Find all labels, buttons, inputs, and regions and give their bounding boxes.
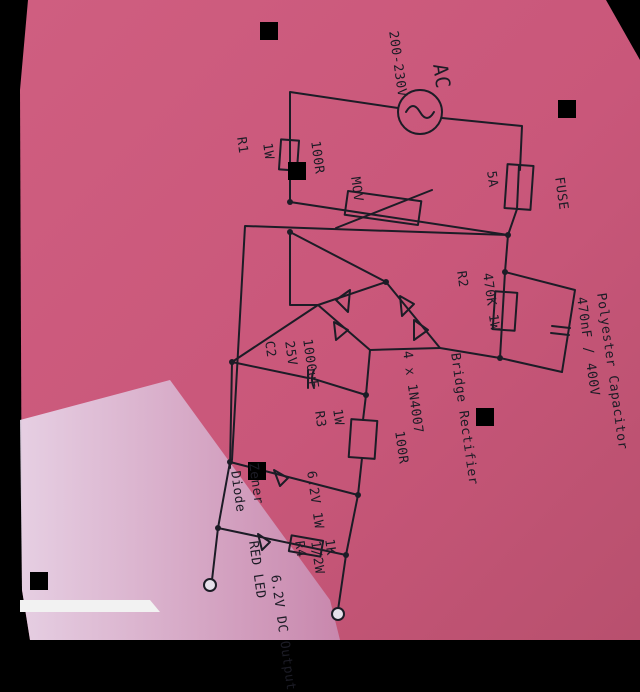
photo-stage: AC 200-230V 1W R1 100R 5A FUSE MOV 470K …	[20, 0, 640, 692]
bridge-diode-1	[335, 289, 351, 313]
wire-c2-right	[313, 378, 367, 396]
dust-speck	[30, 572, 48, 590]
output-terminal-positive	[331, 607, 345, 621]
wire-c2-left	[231, 361, 309, 379]
bridge-diode-4	[333, 321, 349, 341]
zener-diode-symbol	[273, 469, 289, 487]
r2-resistor-symbol	[491, 290, 519, 332]
circuit-diagram	[20, 0, 640, 640]
dust-speck	[288, 162, 306, 180]
junction-dot	[343, 552, 349, 558]
wire-mov-line	[289, 201, 509, 236]
junction-dot	[383, 279, 389, 285]
bridge-top-wire	[289, 231, 319, 306]
junction-dot	[505, 232, 511, 238]
mov-symbol	[343, 189, 423, 227]
wire-led-line	[217, 527, 347, 556]
r4-name-label: R4	[291, 540, 309, 559]
wire-ac-right	[441, 117, 523, 171]
dust-speck	[476, 408, 494, 426]
poly-cap-plate-1	[551, 325, 571, 329]
junction-dot	[229, 359, 235, 365]
junction-dot	[502, 269, 508, 275]
r4-resistor-symbol	[287, 534, 325, 558]
junction-dot	[355, 492, 361, 498]
r3-name-label: R3	[311, 410, 329, 429]
c2-name-label: C2	[261, 340, 279, 359]
r2-name-label: R2	[453, 270, 471, 289]
wire-r2-top	[504, 271, 576, 373]
bridge-right-wire	[439, 347, 501, 359]
c2-plate-2	[311, 369, 315, 389]
fuse-rating-label: 5A	[483, 170, 501, 189]
wire-to-bridge-top	[289, 231, 387, 283]
r1-resistor-symbol	[277, 138, 301, 172]
wire-positive-rail	[365, 349, 371, 396]
wire-r3	[357, 394, 367, 496]
white-edge	[20, 600, 160, 612]
bridge-diode-2	[399, 295, 415, 317]
junction-dot	[363, 392, 369, 398]
paper-glare	[20, 380, 340, 640]
led-symbol	[257, 533, 271, 551]
wire-left-top	[231, 225, 509, 461]
wire-r2-bottom	[499, 357, 563, 373]
junction-dot	[287, 199, 293, 205]
junction-dot	[497, 355, 503, 361]
dust-speck	[248, 462, 266, 480]
ac-label: AC	[428, 62, 456, 91]
dust-speck	[558, 100, 576, 118]
junction-dot	[215, 525, 221, 531]
r1-name-label: R1	[233, 136, 251, 155]
poly-cap-plate-2	[550, 332, 570, 336]
junction-dot	[227, 459, 233, 465]
wire-right-rail	[499, 208, 518, 359]
bridge-diode-3	[413, 319, 429, 341]
dust-speck	[260, 22, 278, 40]
ac-source-symbol	[397, 89, 443, 135]
output-terminal-negative	[203, 578, 217, 592]
mov-arrow-line	[335, 189, 433, 229]
fuse-element	[516, 164, 520, 210]
r3-value-label: 1W	[329, 408, 347, 427]
junction-dot	[287, 229, 293, 235]
ac-sine-wave	[405, 105, 435, 119]
r1-value-label: 1W	[259, 142, 277, 161]
